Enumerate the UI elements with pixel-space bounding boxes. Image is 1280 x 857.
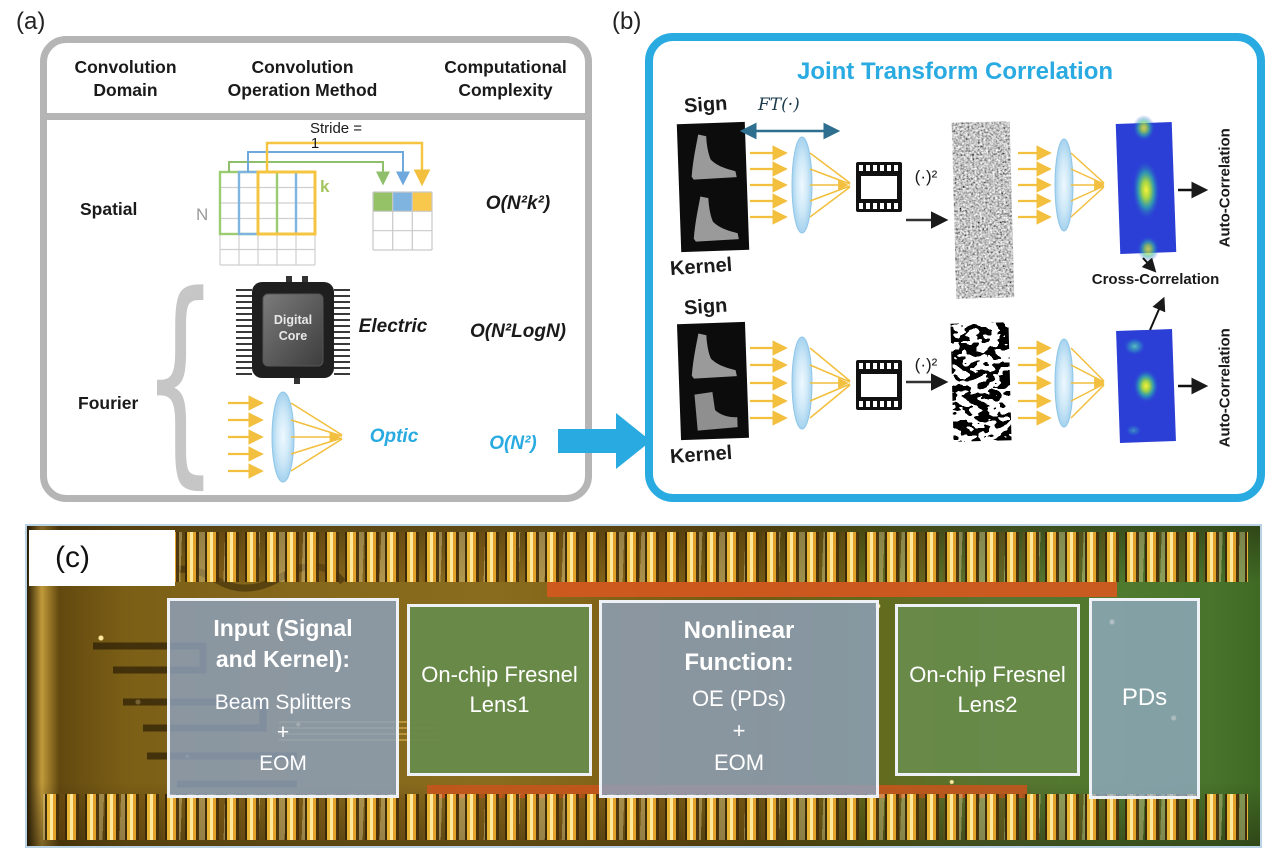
auto-correlation-label-1: Auto-Correlation [1216,128,1234,248]
panel-c-label-box: (c) [29,530,175,586]
header-convolution-domain: Convolution Domain [74,57,177,100]
header-computational-complexity: Computational Complexity [444,57,567,100]
sign-label-2: Sign [683,294,729,320]
row-spatial-label: Spatial [80,199,138,219]
square-label-1: (·)² [914,167,938,186]
panel-a-label: (a) [16,8,46,35]
cross-correlation-label: Cross-Correlation [1091,271,1220,288]
region-lens2-title: On-chip Fresnel Lens2 [909,662,1066,717]
complexity-electric: O(N²LogN) [469,321,567,342]
panel-b [645,33,1265,502]
kernel-label-2: Kernel [669,441,733,469]
region-nonlinear-title: Nonlinear Function: [683,617,795,677]
panel-c-label: (c) [55,541,90,574]
region-fresnel-lens2: On-chip Fresnel Lens2 [895,604,1080,776]
wire-bonds-top [43,532,1248,582]
kernel-label-1: Kernel [669,253,733,281]
stride-value: 1 [310,135,320,152]
metal-trace-top [547,582,1117,597]
method-electric: Electric [358,316,428,337]
ft-label: FT(·) [758,95,800,115]
region-input-body: Beam Splitters + EOM [214,690,352,775]
region-input: Input (Signal and Kernel): Beam Splitter… [167,598,399,798]
input-size-n: N [196,205,209,224]
region-fresnel-lens1: On-chip Fresnel Lens1 [407,604,592,776]
region-nonlinear: Nonlinear Function: OE (PDs) + EOM [599,600,879,798]
region-nonlinear-body: OE (PDs) + EOM [691,686,787,776]
wire-bonds-bottom [43,794,1248,840]
region-input-title: Input (Signal and Kernel): [213,615,353,673]
stride-label: Stride = [309,120,363,137]
auto-correlation-label-2: Auto-Correlation [1216,328,1234,448]
method-optic: Optic [369,426,419,447]
chip-label: Digital Core [273,313,313,344]
square-label-2: (·)² [914,355,938,374]
complexity-optic: O(N²) [489,433,537,454]
kernel-size-k: k [320,177,330,196]
header-operation-method: Convolution Operation Method [227,57,378,100]
panel-b-label: (b) [612,8,642,35]
fourier-brace: { [142,247,219,509]
region-pds-title: PDs [1121,684,1168,712]
region-pds: PDs [1089,598,1200,799]
panel-b-title: Joint Transform Correlation [796,58,1114,85]
header-divider [44,113,588,120]
region-lens1-title: On-chip Fresnel Lens1 [421,662,578,717]
row-fourier-label: Fourier [78,393,139,413]
sign-label-1: Sign [683,92,729,118]
complexity-spatial: O(N²k²) [485,193,551,214]
panel-c-chip-photo: (c) Input (Signal and Kernel): Beam Spli… [25,524,1262,848]
